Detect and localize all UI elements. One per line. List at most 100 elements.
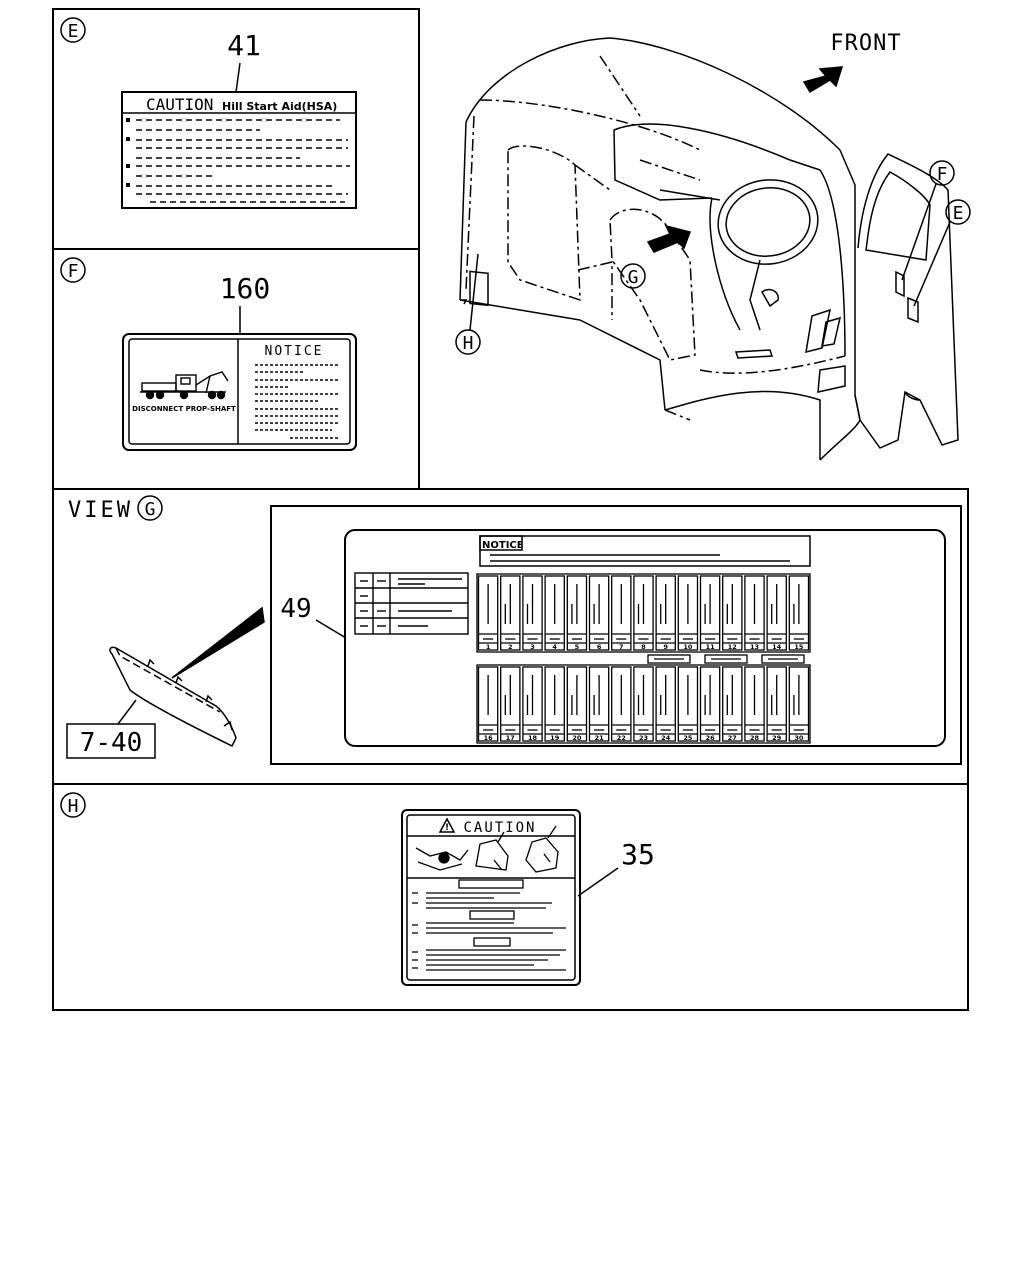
tow-truck-illustration (140, 371, 229, 400)
view-g-arrow-icon (646, 224, 691, 253)
cab-tilt-pictograms (415, 825, 559, 873)
svg-text:!: ! (445, 823, 449, 833)
fuse-number: 3 (530, 643, 535, 651)
caution-warning-text-lines (412, 879, 566, 971)
callout-e-circle (60, 17, 86, 43)
fuse-slot: 9 (655, 575, 676, 651)
fuse-number: 30 (794, 734, 804, 742)
fuse-slot: 12 (722, 575, 743, 651)
view-g-callout-circle (137, 495, 163, 521)
fuse-number: 19 (550, 734, 560, 742)
callout-h-circle (60, 792, 86, 818)
ref-7-40: 7-40 (80, 728, 143, 758)
fuse-slot: 1 (477, 575, 499, 651)
fuse-number: 2 (508, 643, 513, 651)
view-g-callout-letter: G (145, 499, 156, 520)
fuse-number: 29 (772, 734, 782, 742)
fuse-slot: 26 (699, 666, 721, 742)
callout-h-letter: H (68, 796, 79, 817)
fuse-slot: 24 (655, 666, 676, 742)
fuse-number: 22 (617, 734, 626, 742)
fuse-slot: 13 (744, 575, 765, 651)
fuse-slot: 20 (566, 666, 588, 742)
front-arrow-icon (802, 66, 844, 94)
callout-e-drawing-circle (945, 199, 971, 225)
fuse-number: 20 (572, 734, 582, 742)
fuse-slot: 3 (522, 575, 543, 651)
leader-line-41 (235, 62, 241, 93)
fuse-legend-table (354, 572, 469, 635)
caution-hsa-subtitle: Hill Start Aid(HSA) (222, 100, 337, 113)
fuse-number: 17 (506, 734, 515, 742)
fuse-slot: 19 (544, 666, 565, 742)
fuse-slot: 17 (500, 666, 521, 742)
callout-g-drawing-letter: G (628, 267, 639, 288)
fuse-slot: 27 (722, 666, 743, 742)
ref-7-40-box (66, 723, 156, 759)
fuse-slot: 6 (588, 575, 610, 651)
truck-cab-drawing: FRONT (455, 31, 971, 461)
fuse-grid-bottom: 16 17 18 19 20 21 22 23 24 25 26 27 28 29 30 (476, 664, 811, 744)
callout-h-drawing-circle (455, 329, 481, 355)
fuse-slot: 11 (699, 575, 721, 651)
fuse-label-enlarged-frame (270, 505, 962, 765)
fuse-slot: 5 (566, 575, 588, 651)
fuse-number: 28 (750, 734, 760, 742)
fuse-notice-label (344, 529, 946, 747)
fuse-number: 1 (486, 643, 491, 651)
fuse-slot: 23 (633, 666, 654, 742)
fuse-number: 21 (595, 734, 605, 742)
fuse-number: 16 (484, 734, 494, 742)
panel-h: H 35 ! CAUTION (60, 792, 655, 986)
part-number-35: 35 (621, 838, 655, 871)
fuse-number: 4 (552, 643, 557, 651)
fuse-number: 10 (683, 643, 693, 651)
fuse-number: 8 (641, 643, 646, 651)
fuse-slot: 7 (611, 575, 632, 651)
fuse-number: 23 (639, 734, 648, 742)
caution-hsa-title: CAUTION (146, 95, 213, 114)
part-number-160: 160 (220, 272, 271, 305)
fuse-notice-title: NOTICE (482, 540, 524, 551)
callout-g-drawing-circle (620, 263, 646, 289)
panel-e: E 41 CAUTION Hill Start Aid(HSA) (60, 17, 357, 209)
fuse-number: 25 (683, 734, 693, 742)
label-e-location (907, 296, 919, 324)
fuse-number: 6 (597, 643, 602, 651)
fuse-number: 24 (661, 734, 671, 742)
caution-hsa-label (121, 91, 357, 209)
fuse-slot: 25 (677, 666, 699, 742)
callout-f-drawing-letter: F (937, 164, 948, 185)
callout-e-drawing-letter: E (953, 203, 964, 224)
label-h-location (469, 270, 489, 307)
disconnect-prop-shaft-caption: DISCONNECT PROP-SHAFT (132, 405, 236, 413)
fuse-spare-slots (647, 654, 805, 664)
panel-f: F 160 NOTICE (60, 257, 357, 451)
fuse-number: 26 (706, 734, 716, 742)
notice-prop-shaft-text-lines (255, 364, 340, 439)
callout-e-letter: E (68, 21, 79, 42)
fuse-slot: 21 (588, 666, 610, 742)
caution-hsa-bullets (126, 118, 130, 187)
fuse-slot: 15 (788, 575, 810, 651)
callout-f-drawing-circle (929, 160, 955, 186)
caution-warning-label (401, 809, 581, 986)
fuse-number: 15 (794, 643, 804, 651)
fuse-number: 14 (772, 643, 782, 651)
caution-hsa-text-lines (136, 119, 350, 203)
fuse-slot: 18 (522, 666, 543, 742)
panel-g: VIEW G 7-40 49 NOTICE (66, 495, 962, 765)
notice-prop-shaft-title: NOTICE (265, 344, 324, 359)
fuse-number: 5 (575, 643, 580, 651)
fuse-slot: 29 (766, 666, 787, 742)
notice-prop-shaft-label (122, 333, 357, 451)
fuse-slot: 16 (477, 666, 499, 742)
callout-f-letter: F (68, 261, 79, 282)
fuse-slot: 8 (633, 575, 654, 651)
fuse-slot: 28 (744, 666, 765, 742)
fuse-slot: 22 (611, 666, 632, 742)
fuse-grid-frame (476, 573, 811, 653)
fuse-slot: 10 (677, 575, 699, 651)
